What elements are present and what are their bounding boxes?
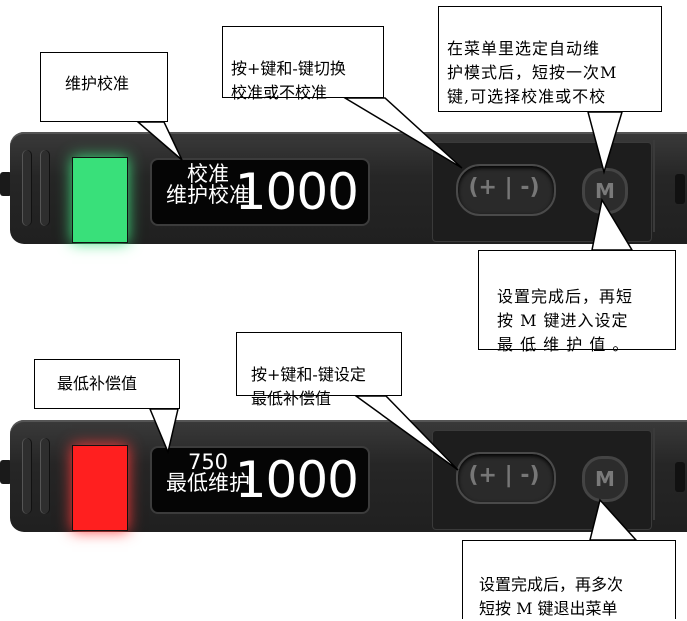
display-value: 1000 [234, 451, 359, 509]
callout-toggle-calibration: 按+键和-键切换 校准或不校准 [222, 26, 384, 102]
sensor-device-top: 校准 维护校准 1000 (+ | -) M [0, 132, 687, 244]
plus-minus-button[interactable]: (+ | -) [456, 452, 556, 504]
status-led-green [72, 157, 128, 243]
m-button[interactable]: M [582, 168, 628, 214]
display-line-1: 校准 [187, 162, 229, 186]
plus-minus-icon: (+ | -) [468, 463, 540, 488]
callout-text: 按+键和-键设定 最低补偿值 [251, 365, 366, 408]
callout-set-min-compensation: 按+键和-键设定 最低补偿值 [236, 332, 402, 408]
callout-text: 维护校准 [65, 74, 130, 93]
callout-text: 最低补偿值 [57, 374, 138, 393]
display-screen: 校准 维护校准 1000 [150, 158, 370, 226]
side-nub [0, 460, 12, 484]
plus-minus-icon: (+ | -) [468, 175, 540, 200]
rail-clip [675, 462, 685, 492]
display-labels: 校准 维护校准 [158, 164, 258, 206]
sensor-device-bottom: 750 最低维护 1000 (+ | -) M [0, 420, 687, 532]
m-button[interactable]: M [582, 456, 628, 502]
status-led-red [72, 445, 128, 531]
callout-exit-menu: 设置完成后，再多次 短按 M 键退出菜单 [462, 540, 676, 619]
callout-text: 在菜单里选定自动维 护模式后，短按一次M 键,可选择校准或不校 [447, 39, 618, 106]
side-rail [653, 140, 681, 232]
display-line-2: 维护校准 [166, 183, 250, 207]
side-rail [653, 428, 681, 520]
display-screen: 750 最低维护 1000 [150, 446, 370, 514]
rail-clip [675, 174, 685, 204]
display-labels: 750 最低维护 [158, 452, 258, 494]
display-line-2: 最低维护 [166, 471, 250, 495]
callout-menu-auto-mode: 在菜单里选定自动维 护模式后，短按一次M 键,可选择校准或不校 [438, 6, 662, 112]
plus-minus-button[interactable]: (+ | -) [456, 164, 556, 216]
callout-text: 设置完成后，再多次 短按 M 键退出菜单 [479, 575, 624, 618]
grip-grooves [18, 150, 62, 226]
callout-enter-min-maintenance: 设置完成后，再短 按 M 键进入设定 最 低 维 护 值 。 [478, 250, 676, 354]
display-line-1: 750 [187, 450, 229, 474]
callout-maintenance-calibration: 维护校准 [40, 52, 168, 122]
grip-grooves [18, 438, 62, 514]
display-value: 1000 [234, 163, 359, 221]
callout-text: 按+键和-键切换 校准或不校准 [231, 59, 346, 102]
side-nub [0, 172, 12, 196]
callout-text: 设置完成后，再短 按 M 键进入设定 最 低 维 护 值 。 [497, 287, 634, 354]
callout-min-compensation: 最低补偿值 [34, 359, 180, 409]
